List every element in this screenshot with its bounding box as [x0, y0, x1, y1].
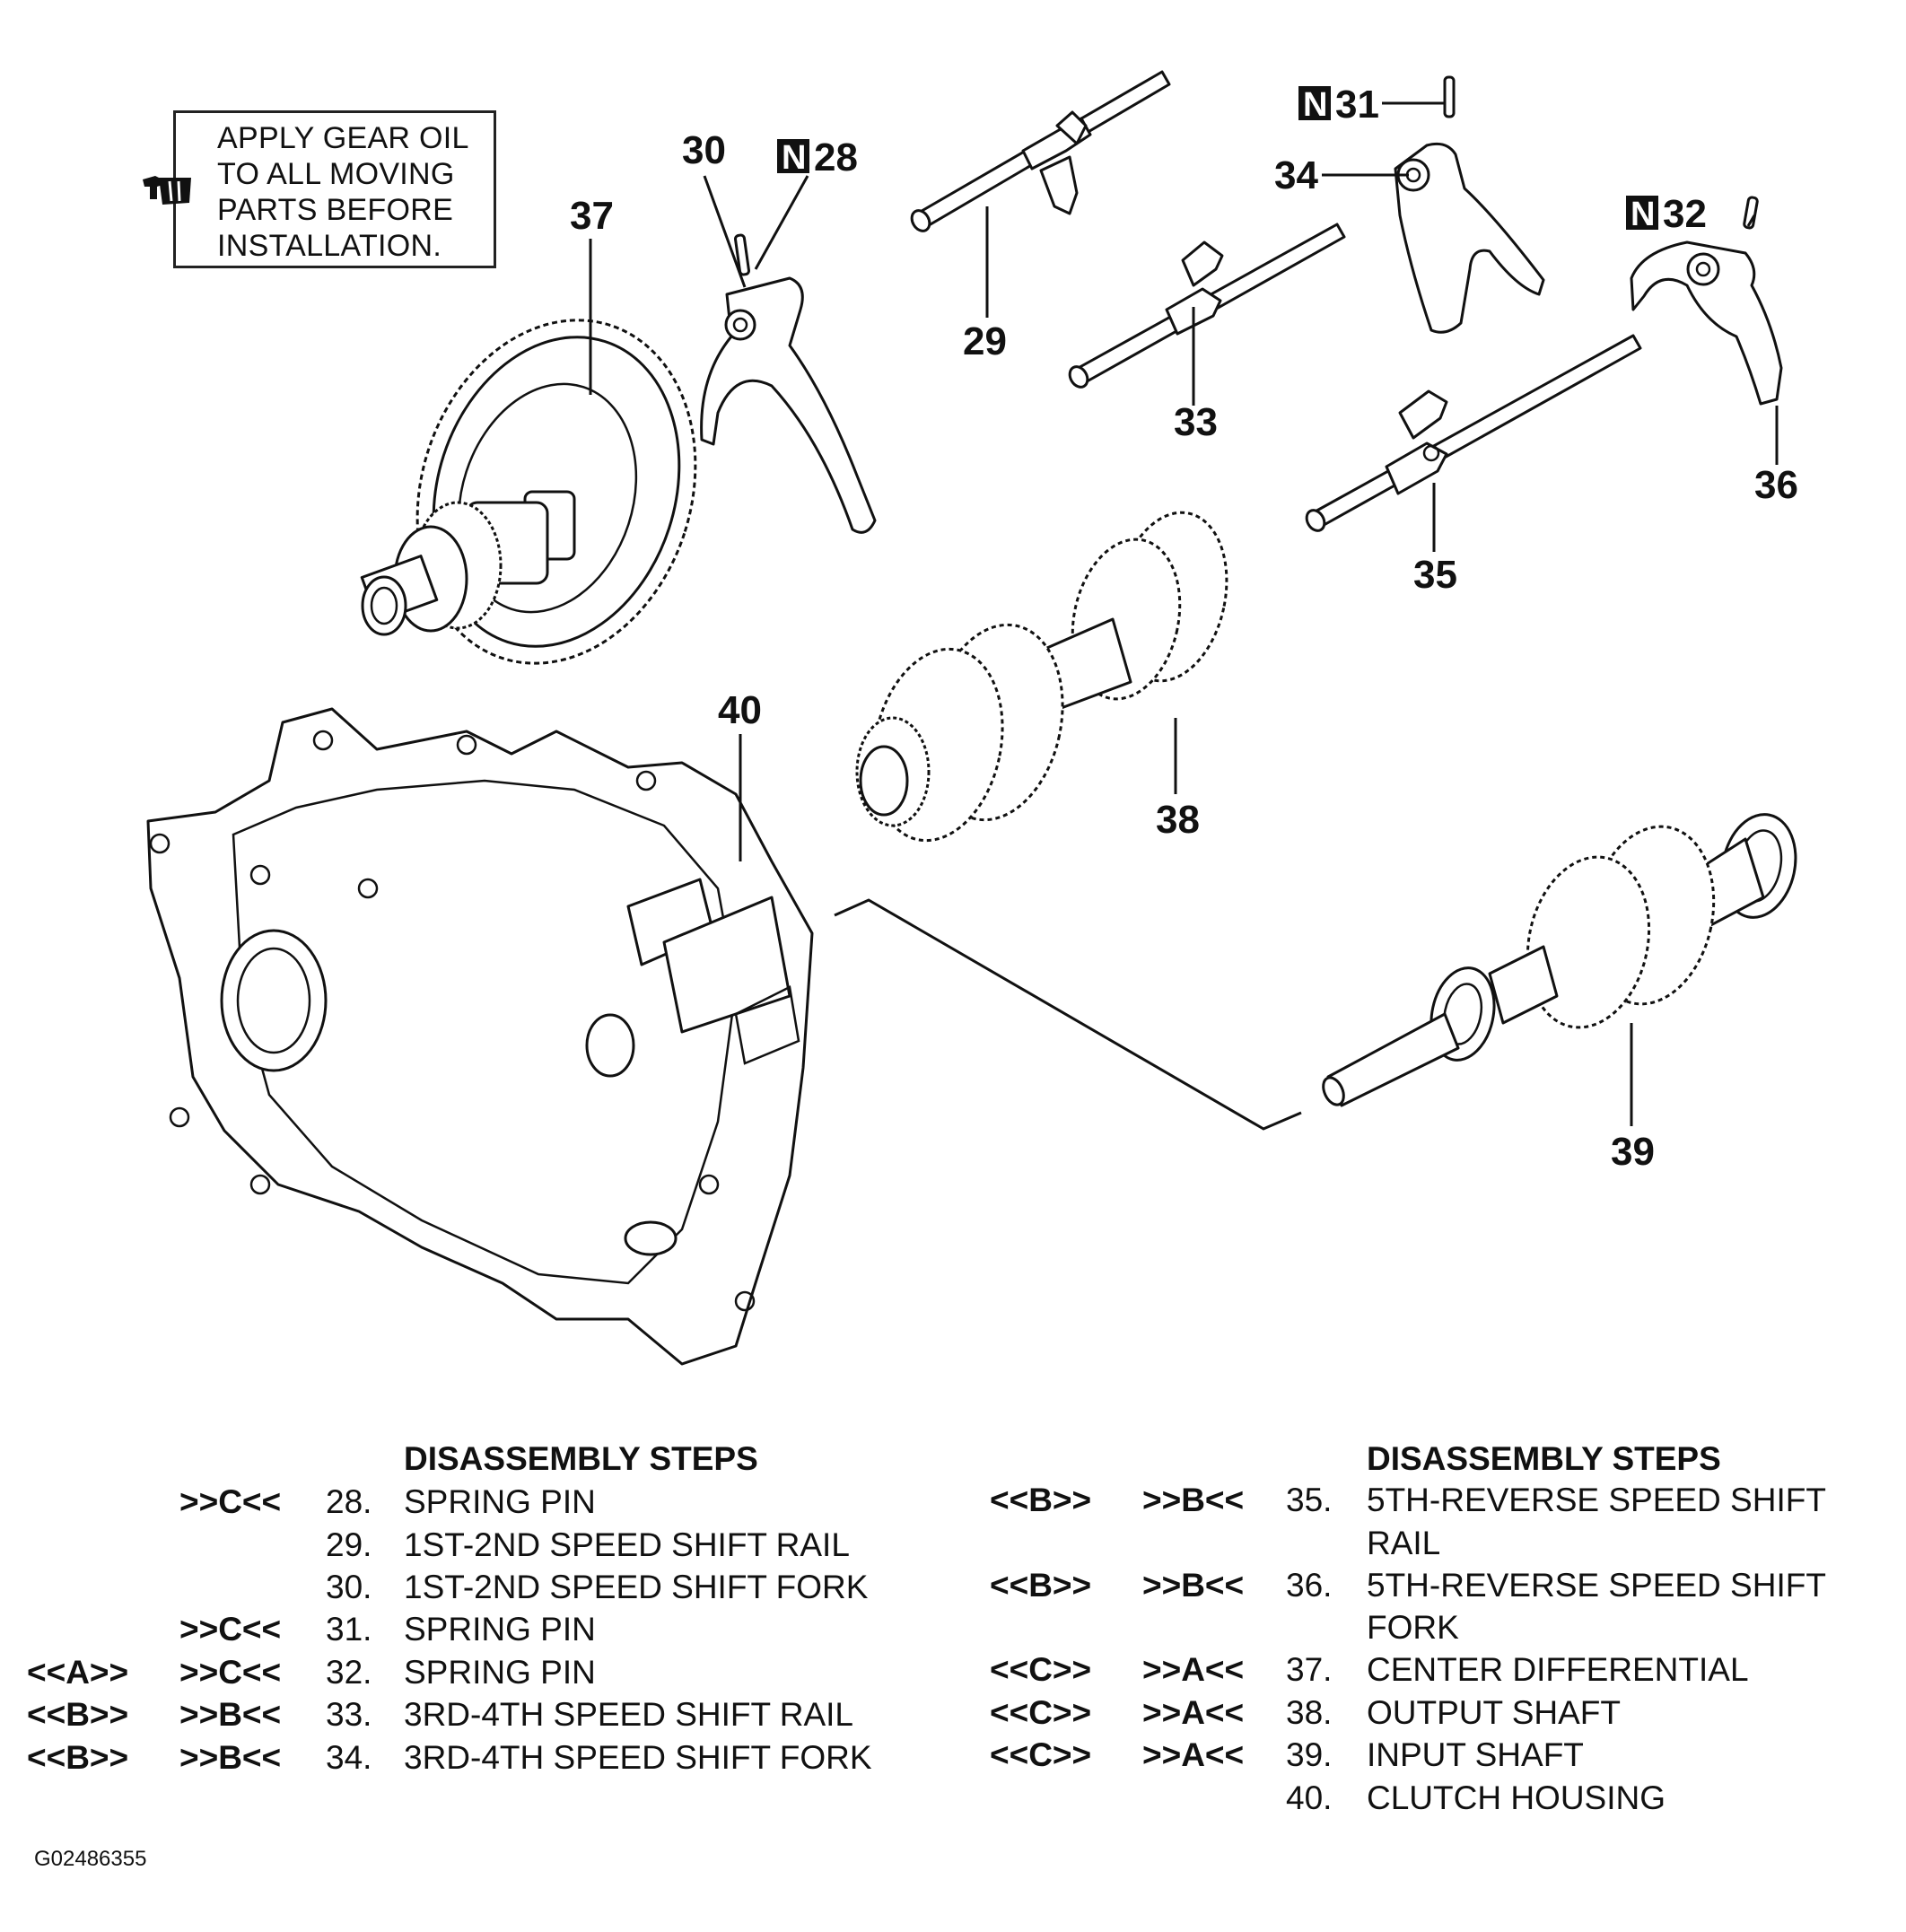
spring-pin-28: [734, 233, 750, 276]
label-36: 36: [1754, 463, 1798, 507]
shift-rail-5th-reverse: [1305, 334, 1642, 532]
n-badge-32: N: [1626, 196, 1658, 233]
oil-can-icon: [143, 176, 191, 205]
note-box: APPLY GEAR OIL TO ALL MOVING PARTS BEFOR…: [173, 110, 496, 268]
svg-text:N: N: [782, 139, 806, 177]
shift-fork-1st-2nd: [700, 276, 877, 534]
steps-header: DISASSEMBLY STEPS: [404, 1440, 758, 1477]
n-badge-28: N: [777, 139, 809, 177]
label-38: 38: [1156, 798, 1200, 842]
label-30: 30: [682, 128, 726, 172]
figure-id: G02486355: [34, 1847, 147, 1871]
label-31: 31: [1335, 83, 1379, 127]
note-text: APPLY GEAR OIL TO ALL MOVING PARTS BEFOR…: [217, 121, 469, 263]
disassembly-steps-left: DISASSEMBLY STEPS >>C<< 28. SPRING PIN 2…: [27, 1438, 960, 1796]
label-39: 39: [1611, 1130, 1655, 1174]
input-shaft: [1322, 813, 1797, 1107]
shift-rail-3rd-4th: [1068, 223, 1346, 389]
svg-text:N: N: [1303, 86, 1327, 124]
label-35: 35: [1413, 553, 1457, 597]
svg-text:N: N: [1631, 196, 1655, 233]
steps-header: DISASSEMBLY STEPS: [1367, 1440, 1721, 1477]
spring-pin-32: [1743, 196, 1759, 230]
leader-lines: [589, 101, 1779, 1126]
label-40: 40: [718, 688, 762, 732]
center-differential: [360, 319, 697, 665]
assembly-connector-line: [834, 898, 1302, 1131]
spring-pin-31: [1443, 75, 1456, 118]
shift-fork-3rd-4th: [1394, 142, 1545, 334]
label-32: 32: [1663, 192, 1707, 236]
clutch-housing: [146, 707, 814, 1366]
shift-fork-5th-reverse: [1630, 240, 1783, 406]
output-shaft: [855, 511, 1228, 843]
label-33: 33: [1174, 400, 1218, 444]
exploded-parts-diagram: 37 30 N 28 29 N 31 34 N 32 33 36 35 40 3…: [146, 70, 1798, 1366]
label-34: 34: [1274, 153, 1318, 197]
label-37: 37: [570, 194, 614, 238]
label-28: 28: [814, 136, 858, 179]
disassembly-steps-right: DISASSEMBLY STEPS <<B>> >>B<< 35. 5TH-RE…: [990, 1438, 1887, 1832]
label-29: 29: [963, 319, 1007, 363]
n-badge-31: N: [1298, 86, 1331, 124]
shift-rail-1st-2nd: [910, 70, 1171, 232]
